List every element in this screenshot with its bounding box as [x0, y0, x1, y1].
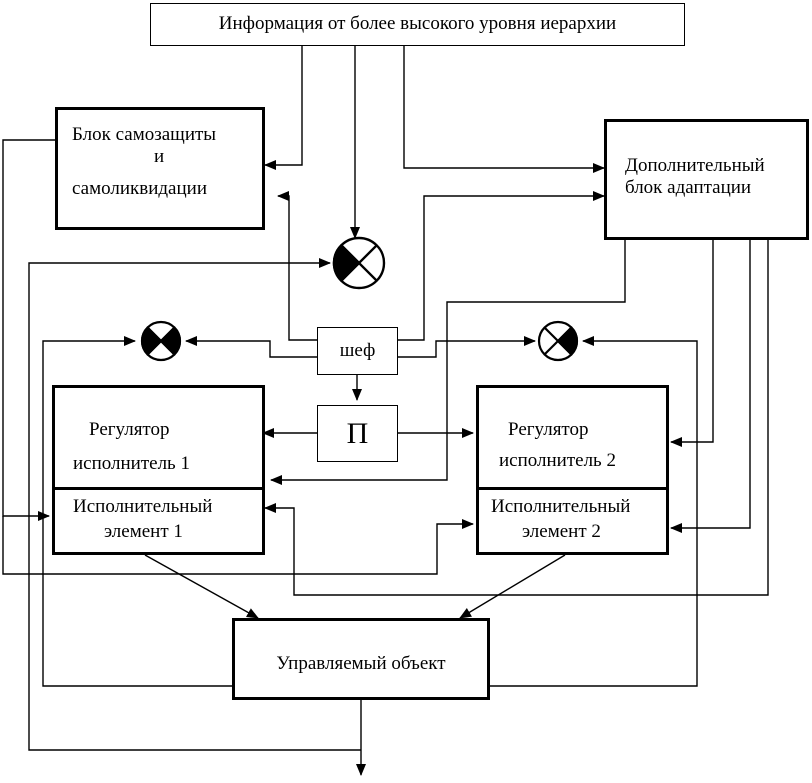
- controlled-object-label: Управляемый объект: [276, 653, 446, 674]
- link-selfprotection-to-element-2: [2, 516, 474, 575]
- link-adaptation-to-regulator-1: [270, 240, 626, 485]
- p-block: П: [317, 405, 398, 462]
- element-1-label-line-2: элемент 1: [104, 521, 183, 542]
- link-plant-to-left-comparator: [42, 336, 232, 687]
- link-element-1-to-plant: [144, 554, 259, 619]
- hierarchy-info-label: Информация от более высокого уровня иера…: [218, 13, 617, 34]
- adaptation-label-line-2: блок адаптации: [625, 177, 752, 198]
- regulator-1-block: Регулятор исполнитель 1 Исполнительный э…: [52, 385, 265, 555]
- regulator-1-label-line-2: исполнитель 1: [73, 453, 190, 474]
- link-adaptation-to-element-1: [264, 240, 769, 596]
- regulator-2-label-line-2: исполнитель 2: [499, 450, 616, 471]
- element-2-label-line-1: Исполнительный: [491, 496, 631, 517]
- link-adaptation-to-regulator-2: [670, 240, 714, 447]
- regulator-2-divider: [479, 487, 666, 490]
- element-2-label-line-2: элемент 2: [522, 521, 601, 542]
- chief-label: шеф: [339, 340, 376, 361]
- adaptation-block: Дополнительный блок адаптации: [604, 119, 809, 240]
- link-hierarchy-to-selfprotection: [264, 45, 303, 170]
- self-protection-label-line-2: и: [154, 146, 165, 167]
- link-selfprotection-to-element-1: [2, 139, 55, 521]
- link-shef-to-selfprotection: [277, 191, 318, 341]
- link-adaptation-to-element-2: [670, 240, 751, 533]
- regulator-2-label-line-1: Регулятор: [508, 419, 589, 440]
- self-protection-block: Блок самозащиты и самоликвидации: [55, 107, 265, 230]
- link-hierarchy-to-adaptation: [403, 45, 605, 173]
- adaptation-label-line-1: Дополнительный: [625, 155, 765, 176]
- p-label: П: [346, 417, 369, 450]
- hierarchy-info-box: Информация от более высокого уровня иера…: [150, 3, 685, 46]
- chief-block: шеф: [317, 327, 398, 375]
- link-shef-to-left-comparator: [185, 336, 318, 358]
- link-plant-to-right-comparator: [490, 336, 698, 687]
- link-output-to-center-comparator: [28, 258, 361, 751]
- comparator-center: [332, 236, 386, 290]
- element-1-label-line-1: Исполнительный: [73, 496, 213, 517]
- controlled-object-block: Управляемый объект: [232, 618, 490, 700]
- comparator-left: [140, 320, 182, 362]
- link-shef-to-right-comparator: [398, 336, 536, 358]
- self-protection-label-line-1: Блок самозащиты: [72, 124, 217, 145]
- comparator-right: [537, 320, 579, 362]
- link-element-2-to-plant: [459, 554, 566, 619]
- link-shef-to-adaptation: [398, 191, 605, 341]
- regulator-2-block: Регулятор исполнитель 2 Исполнительный э…: [476, 385, 669, 555]
- self-protection-label-line-3: самоликвидации: [72, 178, 207, 199]
- regulator-1-label-line-1: Регулятор: [89, 419, 170, 440]
- regulator-1-divider: [55, 487, 262, 490]
